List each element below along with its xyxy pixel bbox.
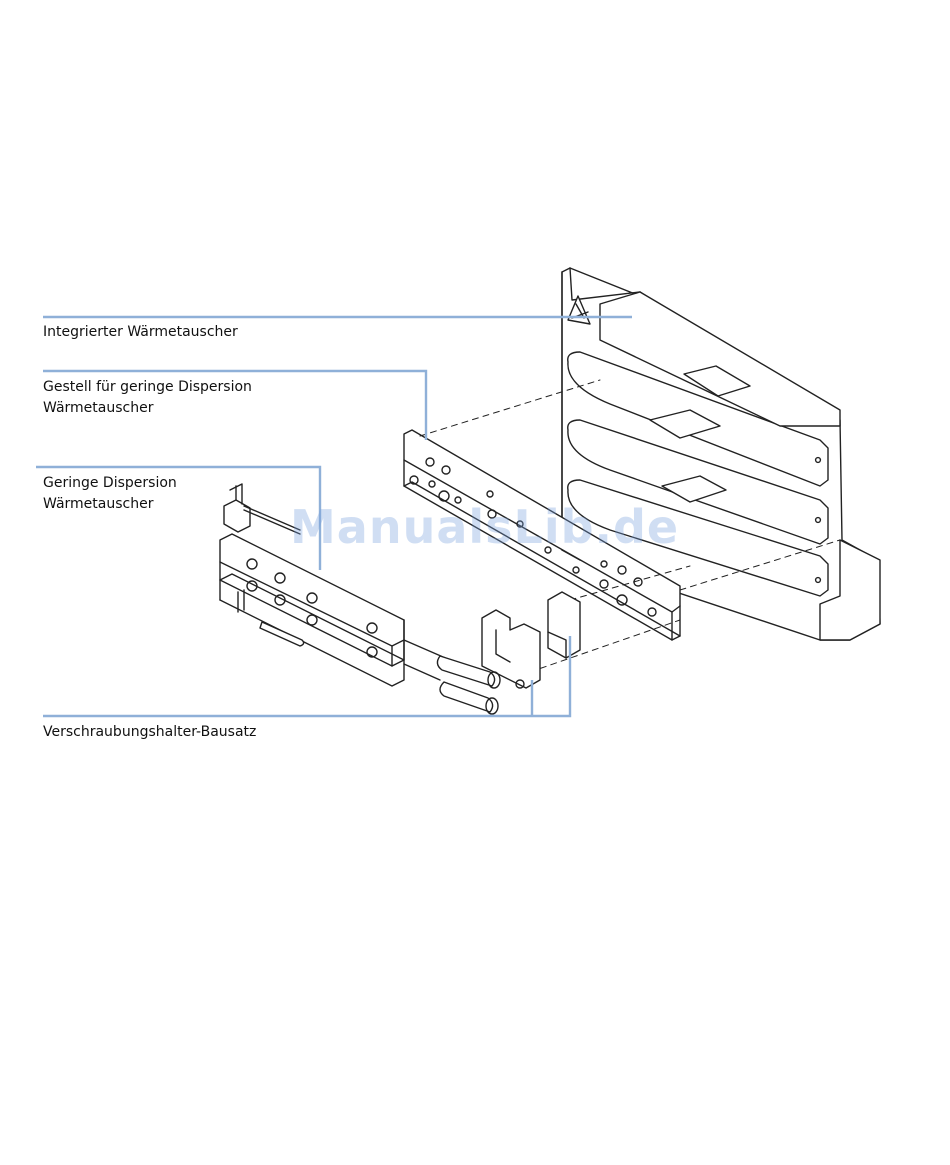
callout-text-line1: Geringe Dispersion: [43, 473, 177, 494]
callout-fitting-holder-kit: Verschraubungshalter-Bausatz: [43, 722, 256, 743]
fitting-holder-kit-part: [437, 592, 580, 714]
callout-low-dispersion-heat-exchanger: Geringe Dispersion Wärmetauscher: [43, 473, 177, 515]
watermark: ManualsLib.de: [290, 500, 679, 554]
callout-text-line2: Wärmetauscher: [43, 494, 177, 515]
callout-low-dispersion-rack: Gestell für geringe Dispersion Wärmetaus…: [43, 377, 252, 419]
callout-integrated-heat-exchanger: Integrierter Wärmetauscher: [43, 322, 238, 343]
callout-text-line2: Wärmetauscher: [43, 398, 252, 419]
callout-text: Verschraubungshalter-Bausatz: [43, 724, 256, 740]
callout-text-line1: Gestell für geringe Dispersion: [43, 377, 252, 398]
callout-text: Integrierter Wärmetauscher: [43, 324, 238, 340]
integrated-heat-exchanger-part: [562, 268, 880, 640]
